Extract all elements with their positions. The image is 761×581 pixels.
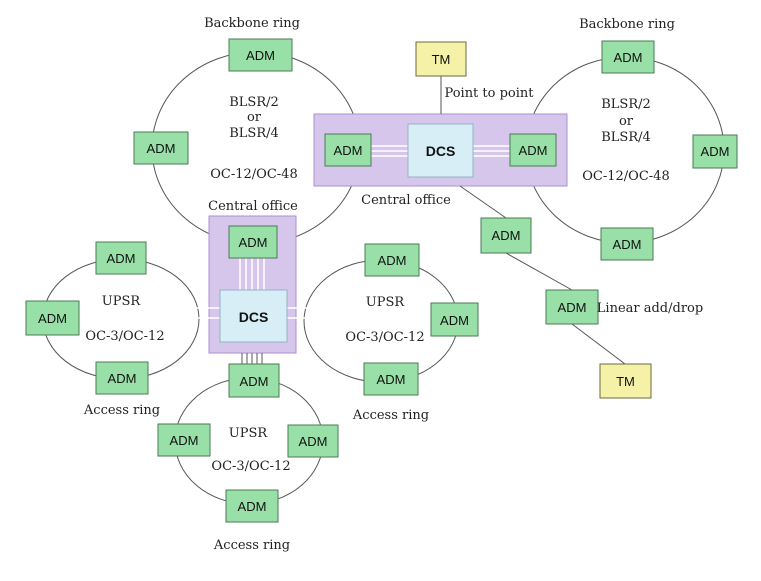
label-or-left: or bbox=[247, 110, 262, 125]
label-or-right: or bbox=[619, 114, 634, 129]
svg-text:ADM: ADM bbox=[38, 311, 67, 326]
adm-backbone-right-top: ADM bbox=[601, 40, 655, 74]
adm-access-bottom-bottom: ADM bbox=[225, 489, 279, 523]
svg-text:ADM: ADM bbox=[613, 237, 642, 252]
label-access-ring-right: Access ring bbox=[352, 408, 429, 423]
svg-text:ADM: ADM bbox=[147, 141, 176, 156]
svg-text:ADM: ADM bbox=[377, 372, 406, 387]
svg-text:TM: TM bbox=[432, 52, 451, 67]
svg-text:ADM: ADM bbox=[440, 313, 469, 328]
label-upsr-bottom: UPSR bbox=[229, 426, 269, 441]
svg-text:ADM: ADM bbox=[246, 48, 275, 63]
adm-co-center-top: ADM bbox=[228, 225, 278, 259]
label-oc12-48-left: OC-12/OC-48 bbox=[210, 167, 297, 182]
svg-text:ADM: ADM bbox=[378, 253, 407, 268]
adm-co-top-right: ADM bbox=[509, 133, 557, 167]
label-upsr-left: UPSR bbox=[102, 294, 142, 309]
svg-text:ADM: ADM bbox=[519, 143, 548, 158]
label-backbone-ring-left: Backbone ring bbox=[204, 16, 300, 31]
adm-access-left-top: ADM bbox=[95, 241, 147, 275]
label-point-to-point: Point to point bbox=[444, 86, 534, 101]
svg-text:ADM: ADM bbox=[614, 50, 643, 65]
label-linear-add-drop: Linear add/drop bbox=[597, 301, 703, 316]
adm-backbone-right-bottom: ADM bbox=[600, 227, 654, 261]
label-upsr-right: UPSR bbox=[366, 295, 406, 310]
adm-access-right-bottom: ADM bbox=[363, 362, 419, 396]
label-backbone-ring-right: Backbone ring bbox=[579, 17, 675, 32]
svg-text:ADM: ADM bbox=[492, 228, 521, 243]
label-central-office-top: Central office bbox=[361, 193, 451, 208]
adm-access-left-bottom: ADM bbox=[95, 361, 149, 395]
svg-text:ADM: ADM bbox=[170, 433, 199, 448]
svg-text:ADM: ADM bbox=[299, 434, 328, 449]
adm-backbone-right-right: ADM bbox=[692, 134, 738, 169]
dcs-center-label: DCS bbox=[239, 309, 269, 325]
adm-access-right-top: ADM bbox=[364, 243, 420, 277]
dcs-top-box bbox=[407, 123, 474, 178]
label-oc3-12-bottom: OC-3/OC-12 bbox=[211, 459, 290, 474]
dcs-top-label: DCS bbox=[426, 143, 456, 159]
adm-co-top-left: ADM bbox=[324, 133, 372, 167]
svg-text:ADM: ADM bbox=[238, 499, 267, 514]
label-blsr4-right: BLSR/4 bbox=[601, 130, 651, 145]
svg-text:TM: TM bbox=[616, 374, 635, 389]
adm-linear-1: ADM bbox=[480, 217, 532, 254]
label-oc3-12-right: OC-3/OC-12 bbox=[345, 330, 424, 345]
svg-text:ADM: ADM bbox=[334, 143, 363, 158]
adm-access-left-left: ADM bbox=[25, 300, 80, 336]
adm-backbone-left-left: ADM bbox=[133, 131, 189, 165]
label-blsr2-right: BLSR/2 bbox=[601, 97, 651, 112]
label-access-ring-left: Access ring bbox=[83, 403, 160, 418]
label-oc12-48-right: OC-12/OC-48 bbox=[582, 169, 669, 184]
svg-text:ADM: ADM bbox=[240, 374, 269, 389]
label-central-office-center: Central office bbox=[208, 199, 298, 214]
svg-text:ADM: ADM bbox=[107, 251, 136, 266]
adm-access-bottom-right: ADM bbox=[287, 424, 339, 458]
center-to-bottom-links bbox=[241, 353, 263, 364]
dcs-center-box bbox=[219, 289, 288, 343]
svg-text:ADM: ADM bbox=[108, 371, 137, 386]
adm-access-bottom-top: ADM bbox=[228, 363, 280, 398]
adm-backbone-left-top: ADM bbox=[228, 38, 293, 72]
label-blsr2-left: BLSR/2 bbox=[229, 95, 279, 110]
label-access-ring-bottom: Access ring bbox=[213, 538, 290, 553]
tm-bottom: TM bbox=[599, 363, 652, 399]
adm-linear-2: ADM bbox=[545, 289, 599, 325]
tm-top: TM bbox=[415, 41, 467, 77]
adm-access-bottom-left: ADM bbox=[157, 423, 211, 457]
label-oc3-12-left: OC-3/OC-12 bbox=[85, 329, 164, 344]
label-blsr4-left: BLSR/4 bbox=[229, 126, 279, 141]
svg-text:ADM: ADM bbox=[239, 235, 268, 250]
svg-text:ADM: ADM bbox=[701, 144, 730, 159]
svg-text:ADM: ADM bbox=[558, 300, 587, 315]
adm-access-right-right: ADM bbox=[430, 302, 479, 337]
connector-lines bbox=[440, 76, 626, 365]
